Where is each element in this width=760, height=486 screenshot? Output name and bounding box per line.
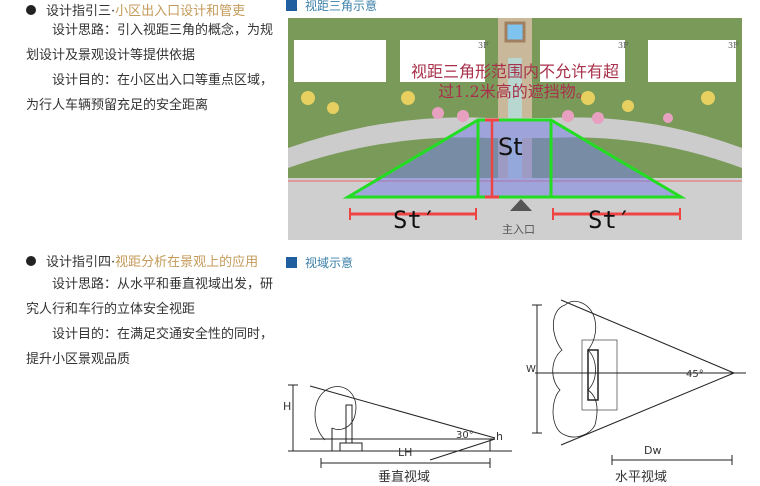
section4-highlight: 视距分析在景观上的应用 <box>115 255 259 270</box>
caption-sight-triangle: 视距三角示意 <box>286 0 377 14</box>
section3-idea: 设计思路：引入视距三角的概念，为规划设计及景观设计等提供依据 <box>26 23 274 63</box>
label-angle-30: 30° <box>456 430 474 441</box>
square-icon <box>286 257 297 268</box>
label-h: h <box>496 430 503 443</box>
section3-highlight: 小区出入口设计和管吏 <box>115 4 246 19</box>
caption-text: 视域示意 <box>305 256 354 270</box>
bullet-icon <box>26 4 36 15</box>
entrance-label: 主入口 <box>502 223 535 236</box>
label-W: W <box>526 364 536 375</box>
overlay-text-2: 过1.2米高的遮挡物。 <box>438 82 591 101</box>
square-icon <box>286 0 297 11</box>
st-prime-left: St′ <box>393 206 436 234</box>
floor-label: 3F <box>478 41 489 50</box>
label-angle-45: 45° <box>686 369 704 380</box>
sight-triangle-diagram: 3F 3F 3F St St′ St′ 主入口 视距三角形范围内不允许有超 过1… <box>288 18 742 240</box>
section4-idea: 设计思路：从水平和垂直视域出发，研究人行和车行的立体安全视距 <box>26 277 274 317</box>
overlay-text-1: 视距三角形范围内不允许有超 <box>411 62 619 81</box>
section4-title: 设计指引四· 视距分析在景观上的应用 <box>26 251 258 270</box>
section3-goal: 设计目的：在小区出入口等重点区域，为行人车辆预留充足的安全距离 <box>26 73 274 113</box>
caption-view-field: 视域示意 <box>286 254 353 271</box>
label-LH: LH <box>398 446 413 459</box>
st-prime-right: St′ <box>588 206 631 234</box>
horizontal-view-diagram <box>532 299 746 465</box>
vertical-view-diagram <box>288 384 512 468</box>
horizontal-view-label: 水平视域 <box>615 470 668 485</box>
section4-goal: 设计目的：在满足交通安全性的同时，提升小区景观品质 <box>26 327 274 367</box>
section3-title: 设计指引三· 小区出入口设计和管吏 <box>26 0 245 19</box>
st-label: St <box>498 133 523 161</box>
vertical-view-label: 垂直视域 <box>378 470 431 485</box>
bullet-icon <box>26 255 36 266</box>
section3-prefix: 设计指引三· <box>46 4 116 19</box>
section4-prefix: 设计指引四· <box>46 255 116 270</box>
label-H: H <box>283 400 292 413</box>
label-Dw: Dw <box>644 444 662 457</box>
caption-text: 视距三角示意 <box>305 0 378 13</box>
entrance-arrow-icon <box>510 199 532 211</box>
floor-label: 3F <box>618 41 629 50</box>
floor-label: 3F <box>728 41 739 50</box>
